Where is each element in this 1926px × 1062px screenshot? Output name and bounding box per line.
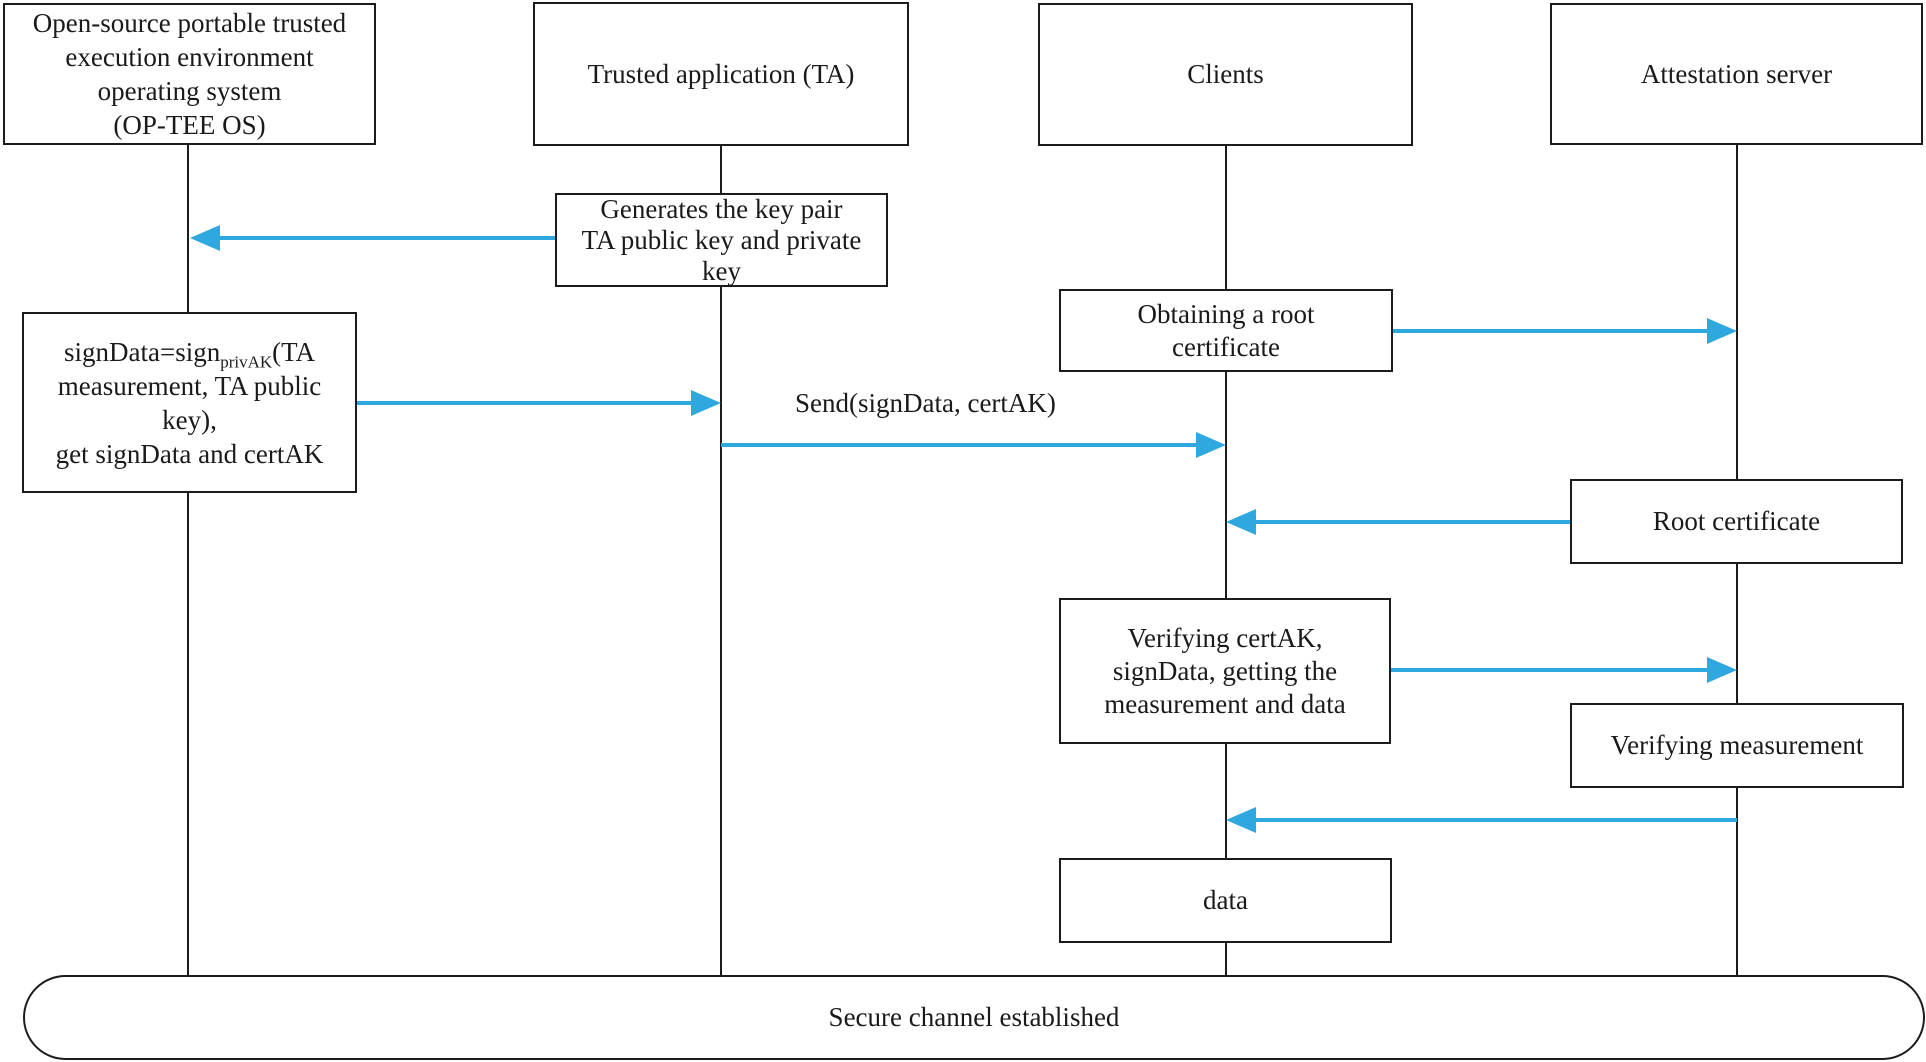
arrow-verify-to-server [1391, 657, 1737, 683]
actor-label: Open-source portable trusted execution e… [32, 8, 347, 140]
arrowhead [1707, 657, 1737, 683]
actor-box-clients: Clients [1038, 3, 1413, 146]
arrowhead [1196, 432, 1226, 458]
arrowhead [190, 225, 220, 251]
arrow-shaft [357, 401, 695, 405]
actor-box-trusted-application: Trusted application (TA) [533, 2, 909, 146]
arrow-shaft [1252, 520, 1570, 524]
note-label: Root certificate [1652, 506, 1821, 536]
note-line: key), [162, 404, 217, 435]
arrow-data-to-clients [1226, 807, 1737, 833]
lifeline-ta [720, 146, 722, 975]
note-label: Verifying measurement [1610, 730, 1864, 760]
arrow-shaft [721, 443, 1200, 447]
actor-box-optee-os: Open-source portable trusted execution e… [3, 3, 376, 145]
arrow-rootcert-to-clients [1226, 509, 1570, 535]
actor-box-attestation-server: Attestation server [1550, 3, 1923, 145]
lifeline-optee [187, 145, 189, 975]
arrow-shaft [216, 236, 555, 240]
actor-label: Clients [1187, 59, 1264, 89]
note-line: get signData and certAK [55, 438, 324, 469]
note-data: data [1059, 858, 1392, 943]
note-obtain-root-cert: Obtaining a root certificate [1059, 289, 1393, 372]
arrowhead [1707, 318, 1737, 344]
banner-secure-channel: Secure channel established [23, 975, 1925, 1060]
arrow-send-to-clients [721, 432, 1226, 458]
subscript-privak: privAK [220, 351, 273, 371]
note-verify-certak: Verifying certAK, signData, getting the … [1059, 598, 1391, 744]
note-line: measurement, TA public [57, 370, 322, 401]
note-label: Generates the key pair TA public key and… [581, 193, 862, 286]
note-generate-keypair: Generates the key pair TA public key and… [555, 193, 888, 287]
message-send-label: Send(signData, certAK) [795, 388, 1056, 418]
note-label: data [1203, 885, 1248, 915]
arrow-shaft [1393, 329, 1711, 333]
arrowhead [1226, 509, 1256, 535]
arrow-shaft [1252, 818, 1737, 822]
arrow-obtain-to-server [1393, 318, 1737, 344]
note-line: signData=signprivAK(TA [64, 336, 315, 371]
note-label: Obtaining a root certificate [1137, 298, 1315, 362]
note-verify-measurement: Verifying measurement [1570, 703, 1904, 788]
note-label: Verifying certAK, signData, getting the … [1104, 622, 1346, 719]
arrow-shaft [1391, 668, 1711, 672]
lifeline-clients [1225, 146, 1227, 975]
actor-label: Trusted application (TA) [587, 58, 855, 89]
arrow-keypair-to-optee [190, 225, 555, 251]
note-root-certificate: Root certificate [1570, 479, 1903, 564]
banner-label: Secure channel established [828, 1002, 1120, 1032]
arrow-signdata-to-ta [357, 390, 721, 416]
arrowhead [691, 390, 721, 416]
note-signdata: signData=signprivAK(TA measurement, TA p… [22, 312, 357, 493]
actor-label: Attestation server [1640, 58, 1833, 89]
arrowhead [1226, 807, 1256, 833]
